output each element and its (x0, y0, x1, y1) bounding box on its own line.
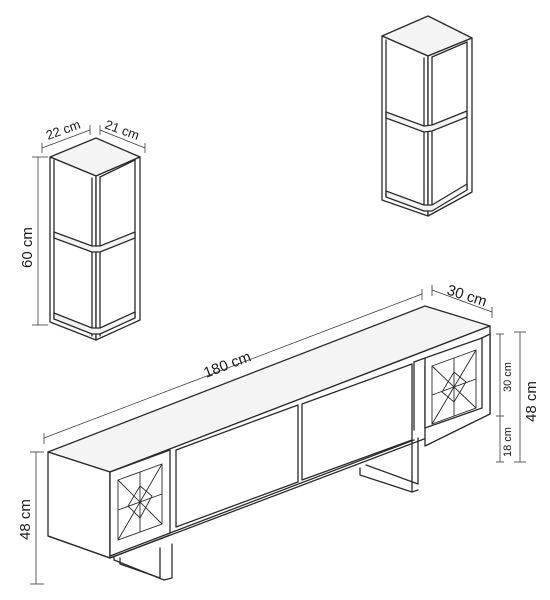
tv-unit-depth-label: 30 cm (445, 282, 489, 311)
right-cabinet-pattern (431, 349, 477, 425)
wall-shelf-left (49, 137, 141, 341)
shelf-height-label: 60 cm (19, 227, 36, 268)
left-cabinet-pattern (117, 463, 163, 541)
wall-shelf-right (381, 15, 473, 217)
tv-unit-leg-height-label: 18 cm (502, 427, 514, 457)
shelf-dimension-lines (32, 125, 146, 326)
shelf-width-label: 22 cm (44, 117, 82, 143)
sliding-door-left (175, 404, 299, 528)
tv-unit-legs (113, 437, 419, 581)
right-cabinet-door (424, 337, 483, 429)
tv-unit-height-right-label: 48 cm (523, 381, 540, 422)
tv-unit-body-height-label: 30 cm (502, 362, 514, 392)
tv-unit-dimension-lines (30, 285, 526, 585)
tv-unit-height-left-label: 48 cm (17, 499, 34, 540)
tv-unit (47, 305, 491, 559)
